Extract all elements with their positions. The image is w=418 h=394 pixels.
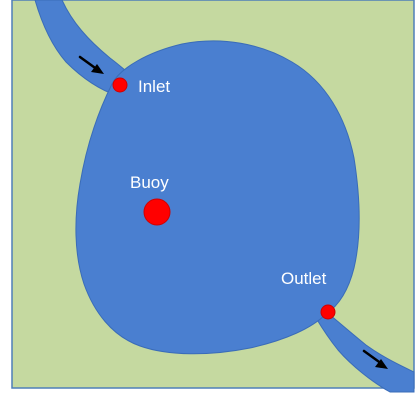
buoy-marker-icon [143,198,171,226]
inlet-label: Inlet [138,77,170,96]
inlet-marker-icon [112,77,128,93]
outlet-marker-icon [320,304,336,320]
arrow-down-right-icon [78,55,104,74]
outlet-stream [315,304,415,393]
outlet-label: Outlet [281,269,327,288]
arrow-down-right-icon [362,349,388,369]
buoy-label: Buoy [130,173,169,192]
